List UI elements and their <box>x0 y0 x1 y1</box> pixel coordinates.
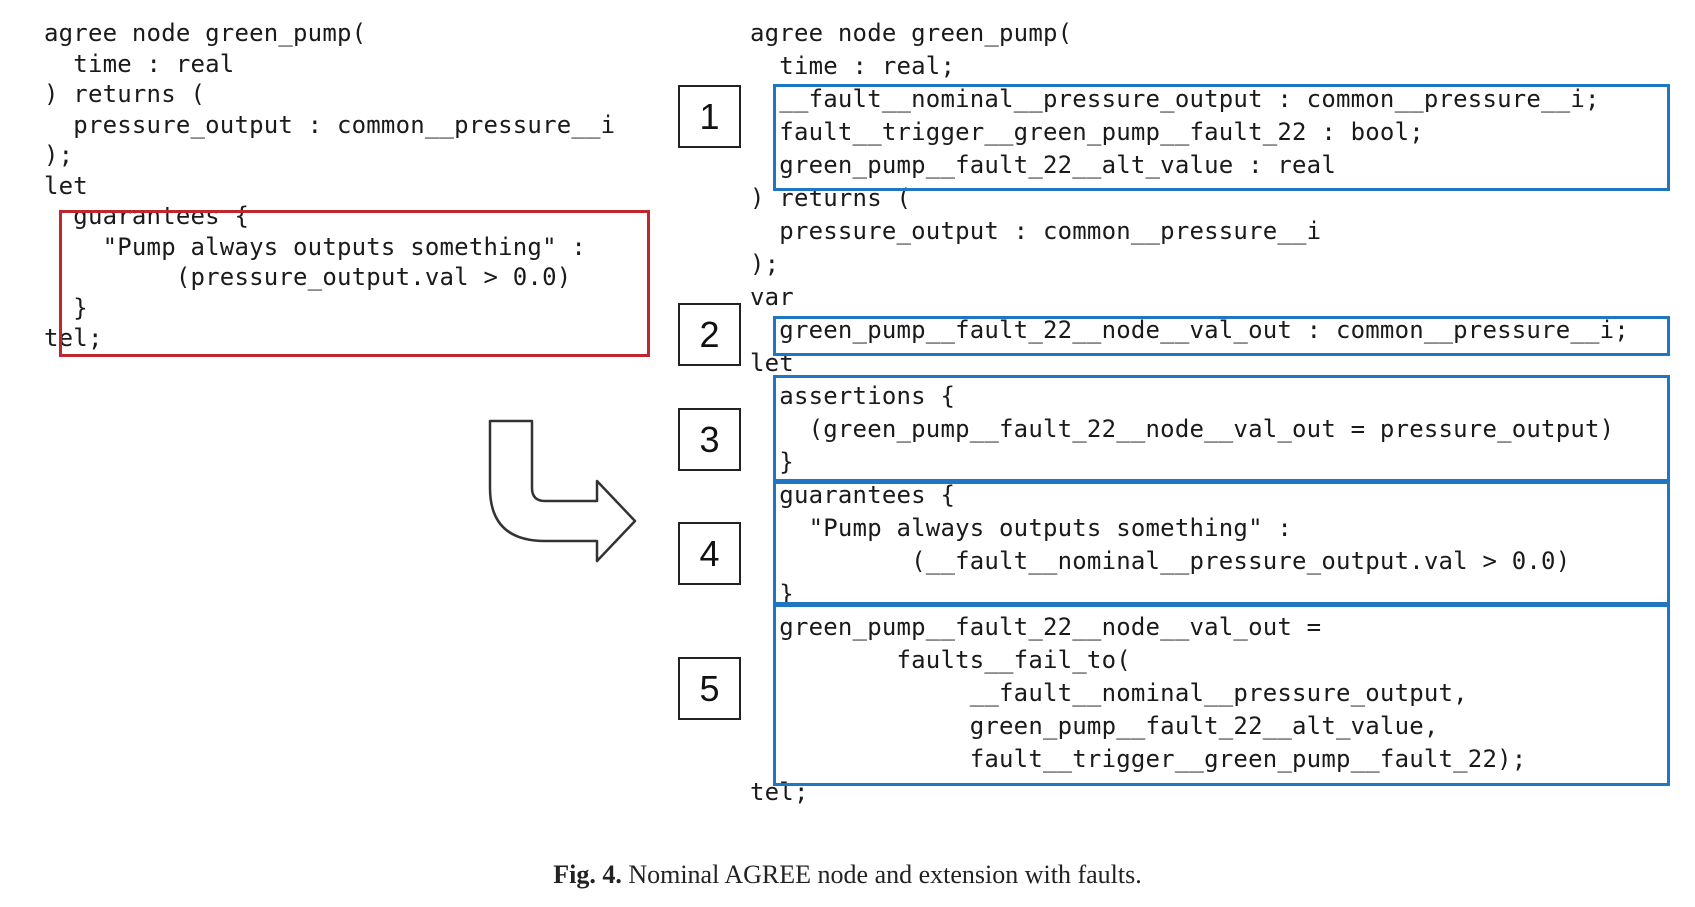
code-line: assertions { <box>750 382 956 410</box>
code-line: var <box>750 283 794 311</box>
marker-5: 5 <box>678 657 741 720</box>
code-line: tel; <box>750 778 809 806</box>
assertions-highlight <box>773 375 1670 482</box>
code-line: time : real; <box>750 52 956 80</box>
code-line: time : real <box>44 50 235 78</box>
code-line: fault__trigger__green_pump__fault_22 : b… <box>750 118 1424 146</box>
code-line: "Pump always outputs something" : <box>750 514 1293 542</box>
code-line: ) returns ( <box>44 80 206 108</box>
code-line: fault__trigger__green_pump__fault_22); <box>750 745 1527 773</box>
code-line: __fault__nominal__pressure_output : comm… <box>750 85 1600 113</box>
code-line: green_pump__fault_22__node__val_out : co… <box>750 316 1629 344</box>
code-line: agree node green_pump( <box>44 19 367 47</box>
code-line: (__fault__nominal__pressure_output.val >… <box>750 547 1571 575</box>
code-line: guarantees { <box>750 481 956 509</box>
code-line: guarantees { <box>44 202 250 230</box>
figure-caption: Fig. 4. Nominal AGREE node and extension… <box>0 860 1695 890</box>
code-line: } <box>750 580 794 608</box>
code-line: } <box>750 448 794 476</box>
code-line: pressure_output : common__pressure__i <box>44 111 616 139</box>
curved-arrow-icon <box>488 419 637 563</box>
code-line: pressure_output : common__pressure__i <box>750 217 1322 245</box>
fault-definition-highlight <box>773 604 1670 786</box>
code-line: ); <box>750 250 780 278</box>
caption-text: Nominal AGREE node and extension with fa… <box>628 860 1142 889</box>
marker-2: 2 <box>678 303 741 366</box>
code-line: ); <box>44 141 74 169</box>
nominal-guarantee-highlight <box>59 210 650 357</box>
marker-1: 1 <box>678 85 741 148</box>
code-line: faults__fail_to( <box>750 646 1131 674</box>
fault-var-highlight <box>773 316 1670 356</box>
fault-inputs-highlight <box>773 84 1670 191</box>
code-line: __fault__nominal__pressure_output, <box>750 679 1468 707</box>
code-line: "Pump always outputs something" : <box>44 233 587 261</box>
code-line: green_pump__fault_22__node__val_out = <box>750 613 1322 641</box>
code-line: tel; <box>44 324 103 352</box>
guarantees-highlight <box>773 481 1670 605</box>
code-line: (pressure_output.val > 0.0) <box>44 263 572 291</box>
code-line: agree node green_pump( <box>750 19 1073 47</box>
code-line: green_pump__fault_22__alt_value, <box>750 712 1439 740</box>
code-line: } <box>44 294 88 322</box>
code-line: green_pump__fault_22__alt_value : real <box>750 151 1336 179</box>
marker-3: 3 <box>678 408 741 471</box>
code-line: let <box>44 172 88 200</box>
code-line: (green_pump__fault_22__node__val_out = p… <box>750 415 1615 443</box>
figure-label: Fig. 4. <box>553 860 622 889</box>
marker-4: 4 <box>678 522 741 585</box>
